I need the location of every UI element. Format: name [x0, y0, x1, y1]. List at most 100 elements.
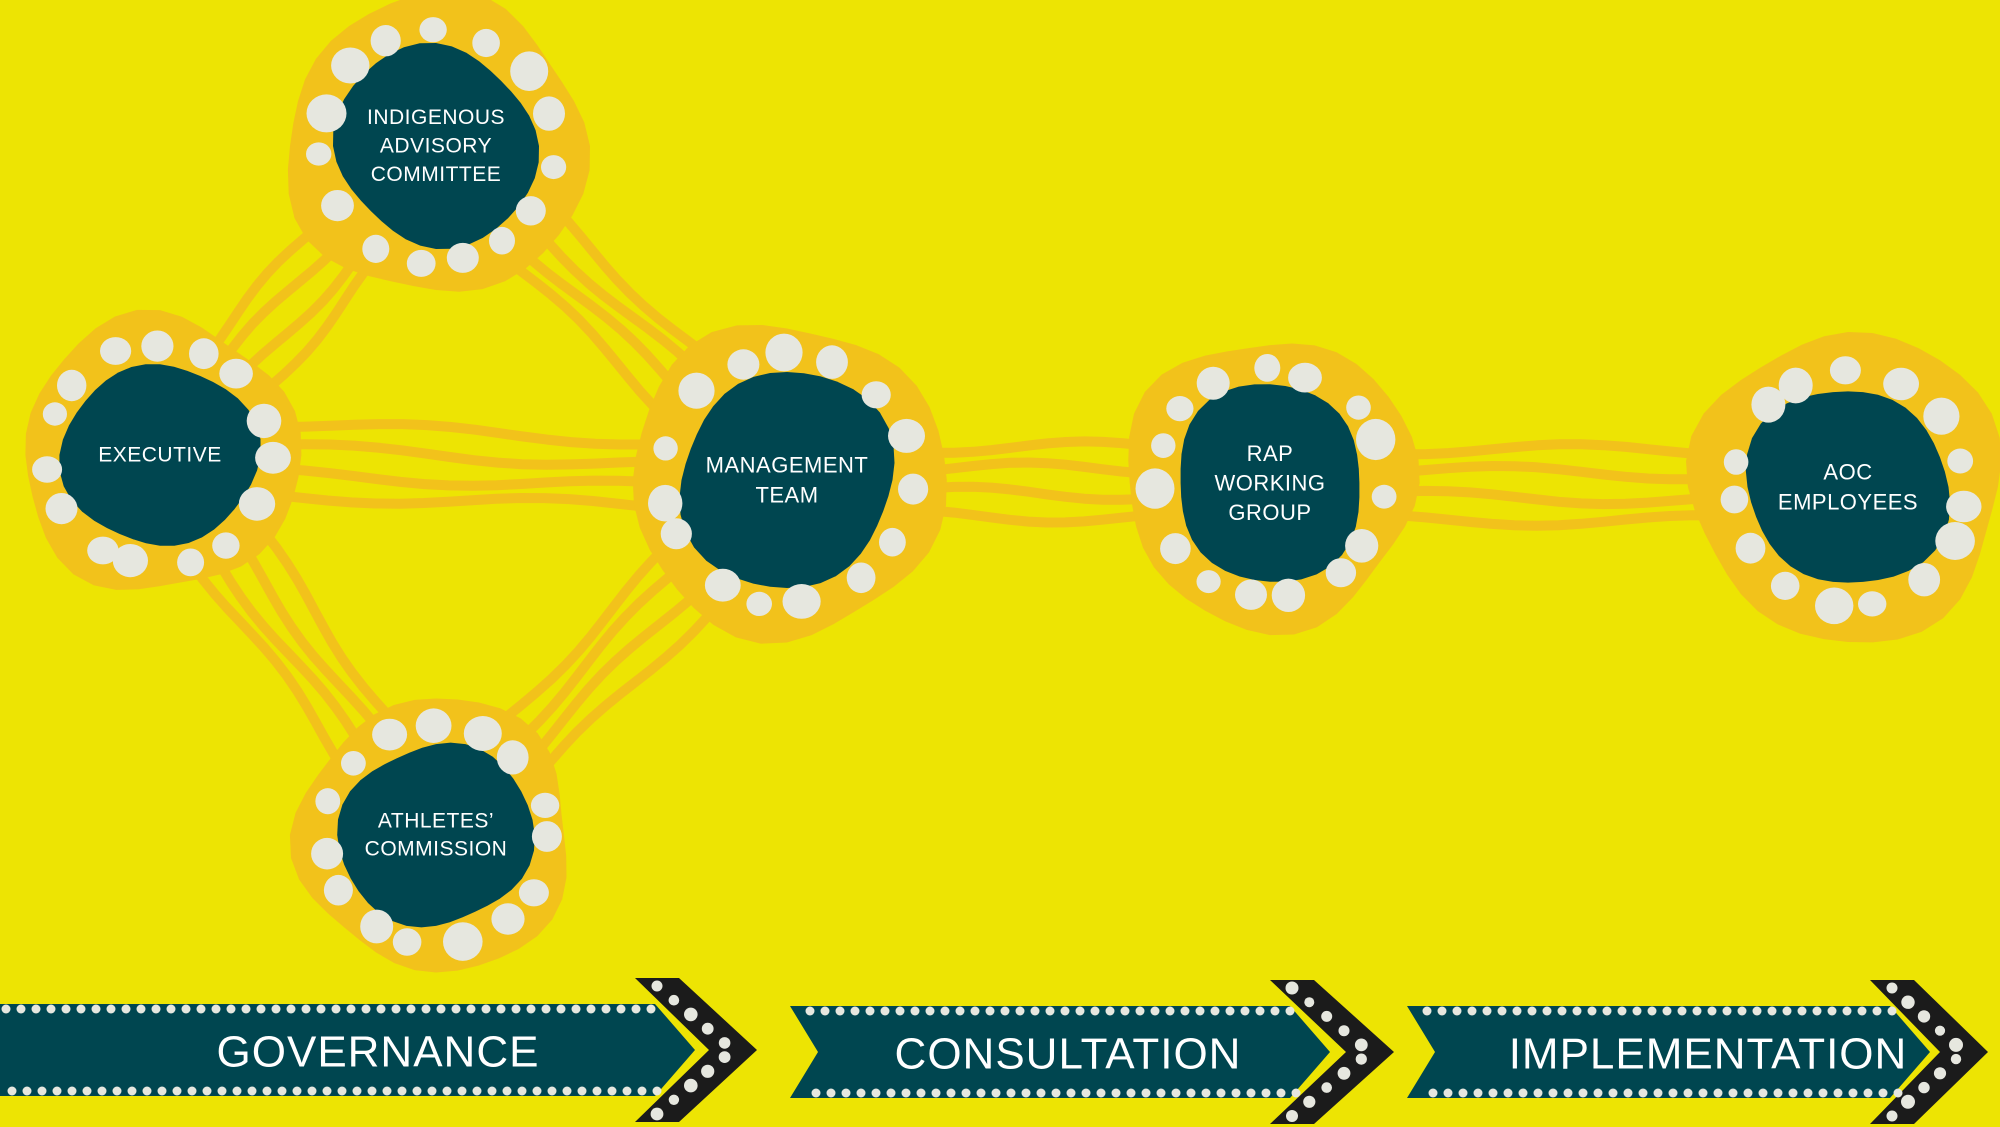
decorative-dot: [1735, 532, 1766, 564]
arrow-edge-dot: [1030, 1006, 1040, 1016]
decorative-dot: [879, 527, 906, 557]
arrow-body: [1407, 1006, 1930, 1098]
arrow-edge-dot: [1533, 1088, 1543, 1098]
decorative-dot: [45, 493, 78, 525]
decorative-dot: [1235, 579, 1267, 610]
decorative-dot: [531, 821, 562, 852]
arrow-edge-dot: [925, 1006, 935, 1016]
arrow-edge-dot: [112, 1086, 122, 1096]
arrow-edge-dot: [946, 1088, 956, 1098]
arrow-chevron-dot: [1933, 1067, 1947, 1080]
arrow-edge-dot: [1563, 1088, 1573, 1098]
decorative-dot: [1254, 354, 1281, 382]
arrow-edge-dot: [1201, 1088, 1211, 1098]
arrow-chevron-dot: [684, 1007, 698, 1022]
arrow-edge-dot: [1186, 1088, 1196, 1098]
arrow-edge-dot: [1497, 1006, 1507, 1016]
node-core: [337, 742, 535, 928]
arrow-edge-dot: [382, 1086, 392, 1096]
arrow-edge-dot: [532, 1086, 542, 1096]
arrow-edge-dot: [1210, 1006, 1220, 1016]
decorative-dot: [898, 473, 929, 505]
decorative-dot: [1135, 468, 1175, 509]
arrow-edge-dot: [841, 1088, 851, 1098]
node-core: [59, 364, 261, 546]
arrow-edge-dot: [361, 1004, 371, 1014]
arrow-edge-dot: [1135, 1006, 1145, 1016]
arrow-edge-dot: [22, 1086, 32, 1096]
arrow-edge-dot: [601, 1004, 611, 1014]
arrow-edge-dot: [301, 1004, 311, 1014]
arrow-edge-dot: [622, 1086, 632, 1096]
arrow-edge-dot: [916, 1088, 926, 1098]
arrow-edge-dot: [562, 1086, 572, 1096]
node-label-line: INDIGENOUS: [367, 106, 505, 129]
decorative-dot: [100, 337, 132, 365]
arrow-edge-dot: [1812, 1006, 1822, 1016]
arrow-edge-dot: [1737, 1006, 1747, 1016]
decorative-dot: [419, 17, 447, 43]
arrow-edge-dot: [421, 1004, 431, 1014]
arrow-edge-dot: [826, 1088, 836, 1098]
arrow-edge-dot: [232, 1086, 242, 1096]
arrow-edge-dot: [226, 1004, 236, 1014]
node-label-line: COMMISSION: [365, 838, 508, 861]
decorative-dot: [1883, 367, 1919, 401]
arrow-edge-dot: [955, 1006, 965, 1016]
arrow-edge-dot: [1623, 1088, 1633, 1098]
arrow-edge-dot: [172, 1086, 182, 1096]
arrow-edge-dot: [457, 1086, 467, 1096]
arrow-edge-dot: [1422, 1006, 1432, 1016]
arrow-edge-dot: [202, 1086, 212, 1096]
decorative-dot: [306, 94, 347, 133]
arrow-edge-dot: [82, 1086, 92, 1096]
arrow-edge-dot: [286, 1004, 296, 1014]
arrow-edge-dot: [871, 1088, 881, 1098]
arrow-edge-dot: [181, 1004, 191, 1014]
decorative-dot: [648, 484, 683, 522]
arrow-edge-dot: [850, 1006, 860, 1016]
arrow-edge-dot: [307, 1086, 317, 1096]
decorative-dot: [653, 436, 678, 461]
node-label-line: COMMITTEE: [371, 163, 502, 186]
arrow-edge-dot: [1452, 1006, 1462, 1016]
decorative-dot: [782, 584, 821, 619]
decorative-dot: [443, 922, 483, 961]
arrow-edge-dot: [985, 1006, 995, 1016]
decorative-dot: [746, 591, 772, 617]
decorative-dot: [533, 96, 565, 131]
decorative-dot: [727, 349, 760, 380]
decorative-dot: [496, 740, 529, 775]
arrow-edge-dot: [166, 1004, 176, 1014]
decorative-dot: [42, 402, 67, 426]
arrow-edge-dot: [277, 1086, 287, 1096]
arrow-edge-dot: [1572, 1006, 1582, 1016]
arrow-edge-dot: [91, 1004, 101, 1014]
arrow-edge-dot: [607, 1086, 617, 1096]
arrow-edge-dot: [1548, 1088, 1558, 1098]
arrow-edge-dot: [880, 1006, 890, 1016]
decorative-dot: [1908, 563, 1941, 597]
decorative-dot: [141, 330, 174, 362]
arrow-edge-dot: [1458, 1088, 1468, 1098]
arrow-edge-dot: [1593, 1088, 1603, 1098]
arrow-chevron-dot: [1285, 981, 1299, 995]
arrow-chevron-dot: [1886, 982, 1898, 994]
arrow-edge-dot: [1225, 1006, 1235, 1016]
arrow-chevron: [1270, 980, 1394, 1124]
arrow-edge-dot: [820, 1006, 830, 1016]
arrow-edge-dot: [1668, 1088, 1678, 1098]
arrow-edge-dot: [646, 1004, 656, 1014]
node-label-line: ATHLETES’: [378, 809, 494, 832]
arrow-edge-dot: [592, 1086, 602, 1096]
arrow-edge-dot: [1015, 1006, 1025, 1016]
decorative-dot: [765, 333, 803, 372]
decorative-dot: [1196, 366, 1230, 400]
arrow-edge-dot: [1006, 1088, 1016, 1098]
arrow-edge-dot: [121, 1004, 131, 1014]
decorative-dot: [415, 708, 452, 743]
arrow-edge-dot: [1557, 1006, 1567, 1016]
decorative-dot: [510, 51, 549, 91]
